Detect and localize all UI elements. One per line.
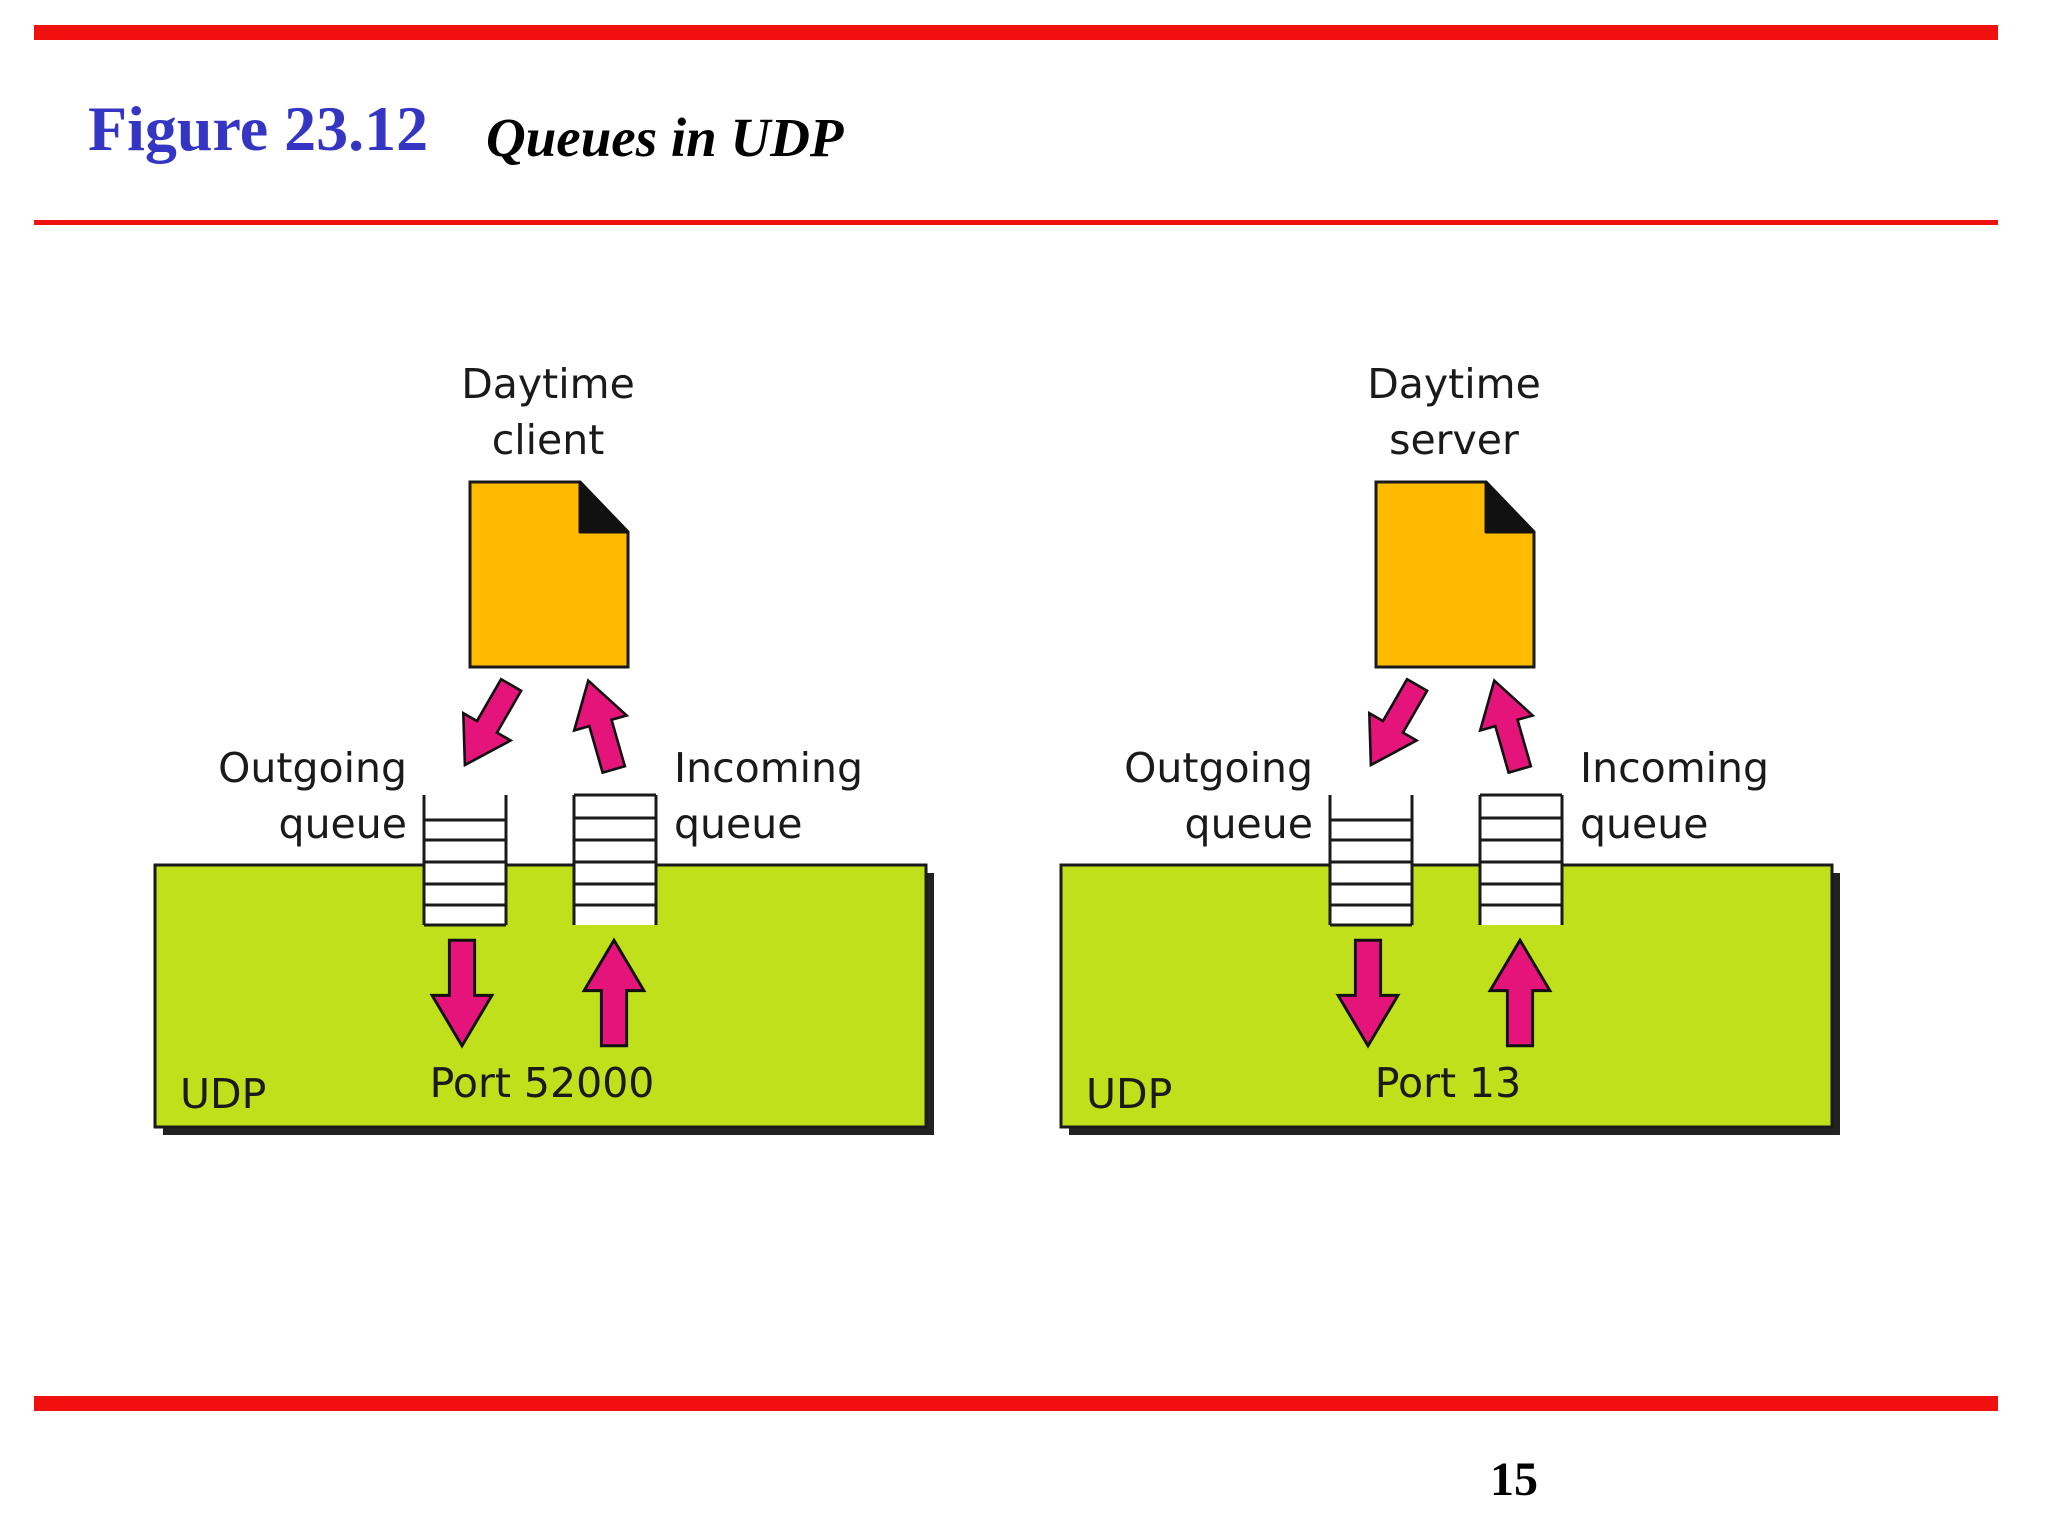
server-outgoing-queue-label-line2: queue — [1185, 800, 1313, 848]
header-rule — [34, 220, 1998, 225]
server-process-label-line2: server — [1389, 416, 1519, 464]
page-number: 15 — [1490, 1453, 1538, 1506]
client-port-label: Port 52000 — [430, 1059, 655, 1107]
server-outgoing-queue — [1328, 795, 1414, 927]
client-incoming-queue — [572, 793, 658, 925]
incoming-to-server-arrow-icon — [1466, 671, 1548, 779]
server-udp-box — [1059, 863, 1834, 1129]
server-side: Daytime server Outgoing queue Incoming q… — [1059, 360, 1840, 1135]
client-process-label-line2: client — [492, 416, 605, 464]
client-process-document-icon — [468, 480, 630, 669]
client-outgoing-queue-label-line2: queue — [279, 800, 407, 848]
client-incoming-queue-label-line2: queue — [674, 800, 802, 848]
server-process-document-icon — [1374, 480, 1536, 669]
figure-number: Figure 23.12 — [88, 93, 429, 164]
server-port-label: Port 13 — [1375, 1059, 1521, 1107]
client-outgoing-queue — [422, 795, 508, 927]
server-process-label-line1: Daytime — [1367, 360, 1541, 408]
client-to-outgoing-arrow-icon — [439, 670, 537, 780]
figure-title: Queues in UDP — [486, 107, 844, 168]
server-incoming-queue-label-line2: queue — [1580, 800, 1708, 848]
client-udp-label: UDP — [180, 1070, 266, 1118]
server-incoming-queue-label-line1: Incoming — [1580, 744, 1769, 792]
incoming-to-client-arrow-icon — [560, 671, 642, 779]
client-process-label-line1: Daytime — [461, 360, 635, 408]
server-udp-label: UDP — [1086, 1070, 1172, 1118]
client-incoming-queue-label-line1: Incoming — [674, 744, 863, 792]
server-outgoing-queue-label-line1: Outgoing — [1124, 744, 1313, 792]
client-side: Daytime client Outgoing queue Incoming q… — [153, 360, 934, 1135]
server-to-outgoing-arrow-icon — [1345, 670, 1443, 780]
top-rule — [34, 25, 1998, 40]
bottom-rule — [34, 1396, 1998, 1411]
client-outgoing-queue-label-line1: Outgoing — [218, 744, 407, 792]
server-incoming-queue — [1478, 793, 1564, 925]
client-udp-box — [153, 863, 928, 1129]
